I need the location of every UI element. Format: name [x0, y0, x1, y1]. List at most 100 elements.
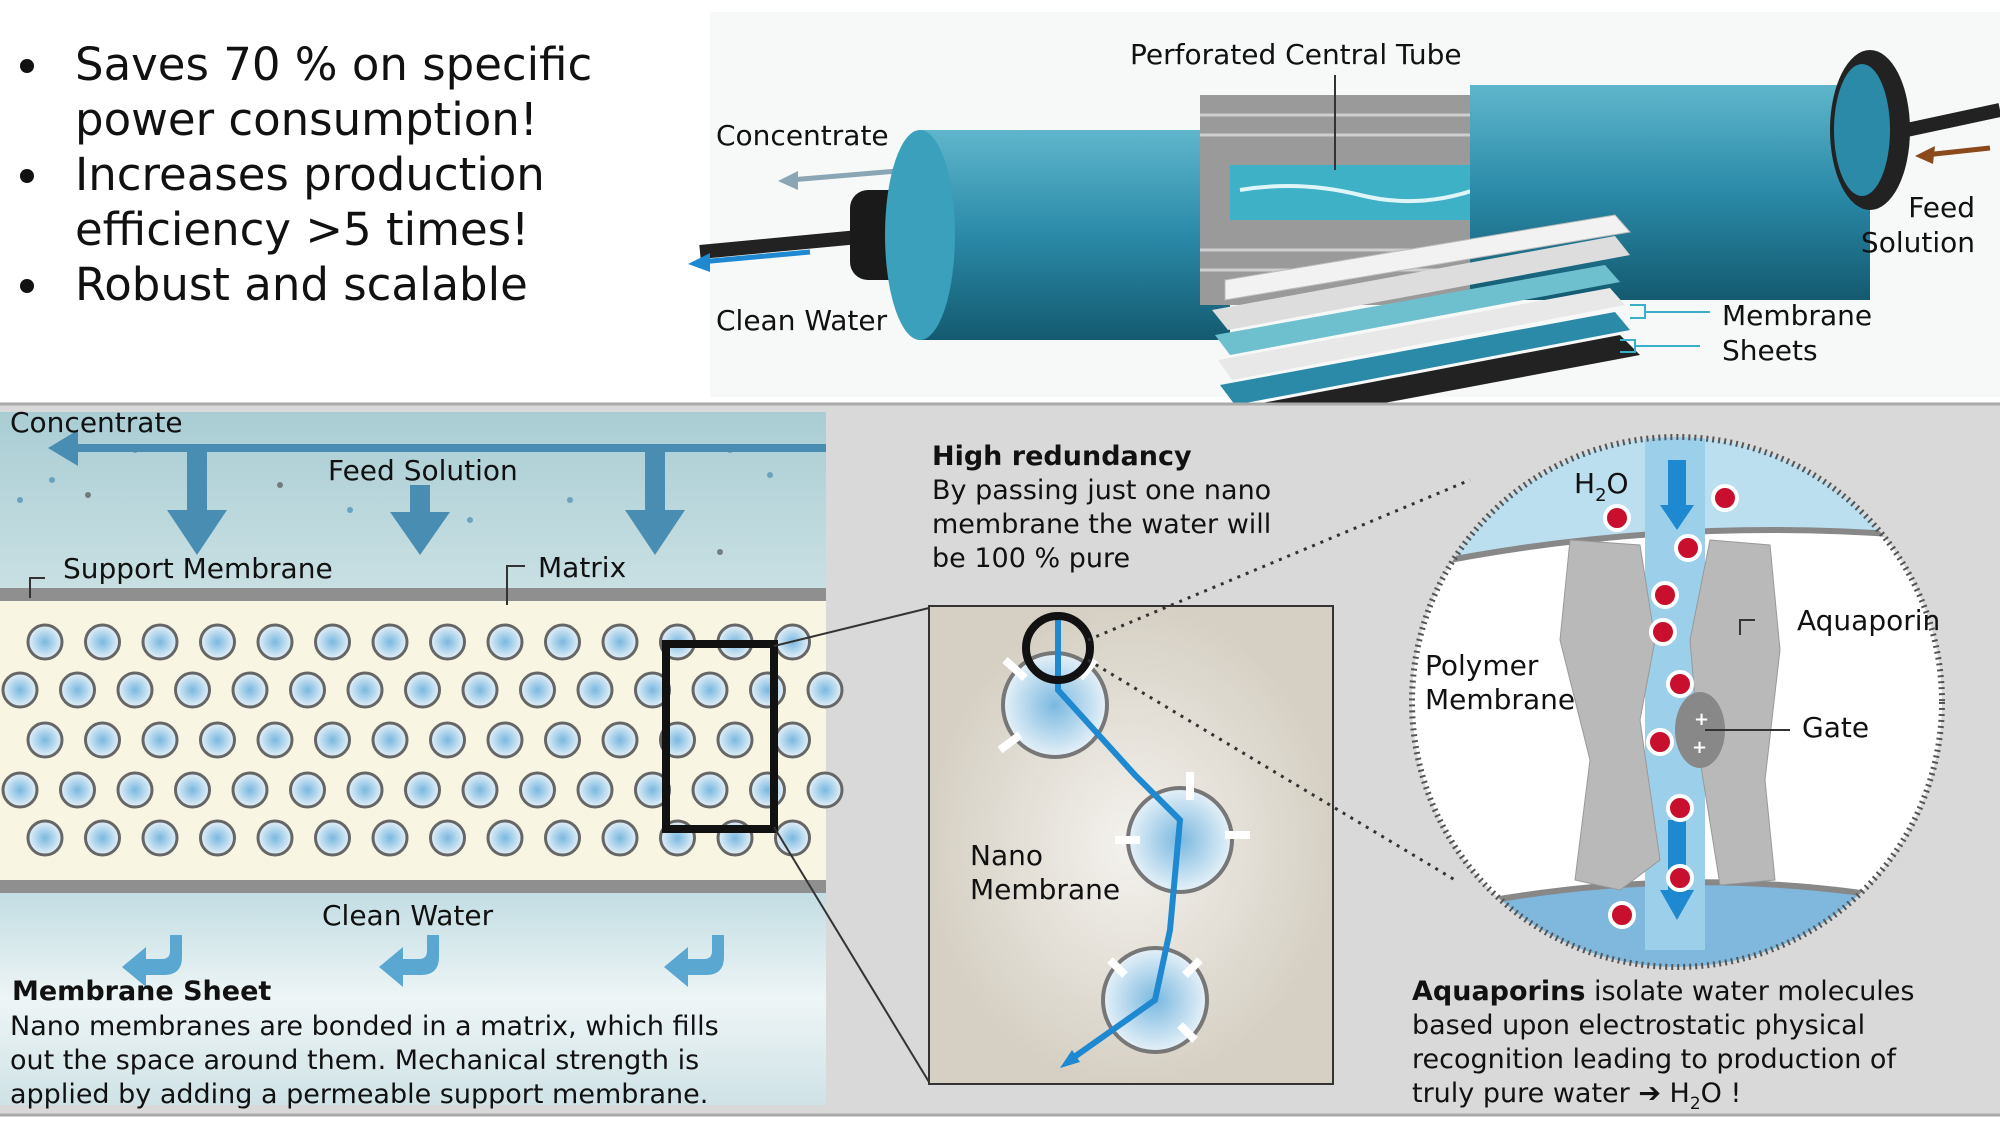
support-membrane-label: Support Membrane [63, 552, 333, 585]
feed-arrows [48, 430, 826, 555]
water-molecule-icon [1603, 504, 1631, 532]
nano-membrane-cell [346, 771, 384, 809]
aquaporin-desc-1: Aquaporins isolate water molecules [1412, 976, 1914, 1007]
nano-membrane-cell [199, 819, 236, 857]
bullet-2-line-1: Increases production [75, 148, 545, 201]
svg-text:+: + [1694, 709, 1709, 730]
nano-membrane-cell [26, 721, 64, 759]
nano-membrane-cell [806, 671, 844, 709]
membrane-label-3: Membrane [1425, 683, 1575, 716]
feed-label: Feed [1908, 191, 1975, 224]
water-molecules [1603, 484, 1739, 929]
nano-membrane-cell [314, 819, 351, 857]
water-path [1055, 615, 1184, 1063]
membrane-sheet-panel: Concentrate Feed Solution Support Membra… [0, 406, 844, 1110]
nano-membrane-cell [1, 771, 39, 809]
nano-membrane-cell [26, 623, 64, 661]
feed-arrow [1924, 145, 1991, 158]
membrane-sheet-desc-2: out the space around them. Mechanical st… [10, 1045, 699, 1076]
water-molecule-icon [1666, 864, 1694, 892]
membrane-sheet-title: Membrane Sheet [12, 976, 271, 1007]
benefit-bullets: Saves 70 % on specific power consumption… [20, 38, 592, 311]
nano-membrane-cell [429, 819, 466, 857]
nano-membrane-cell [429, 623, 466, 661]
nano-membrane-cell [544, 819, 581, 857]
nano-membrane-cell [371, 623, 409, 661]
bullet-2-line-2: efficiency >5 times! [75, 203, 529, 256]
nano-membrane-cell [289, 671, 326, 709]
nano-membrane-cell [141, 721, 179, 759]
aquaporin-desc-3: recognition leading to production of [1412, 1044, 1897, 1075]
aquaporin-label: Aquaporin [1797, 604, 1940, 637]
nano-membrane-cell [576, 771, 614, 809]
nano-membrane-cell [691, 671, 729, 709]
nano-label: Nano [970, 839, 1043, 872]
gate-label: Gate [1802, 711, 1869, 744]
matrix-label: Matrix [538, 551, 626, 584]
nano-membrane-cell [116, 771, 154, 809]
nano-membrane-cell [544, 721, 581, 759]
module-concentrate-label: Concentrate [716, 119, 889, 152]
bullet-dot [20, 59, 34, 73]
water-molecule-icon [1651, 581, 1679, 609]
nano-membrane-cell [404, 671, 441, 709]
nano-membrane-cell [231, 771, 269, 809]
nano-membrane-cell [84, 819, 121, 857]
nano-membrane-cell [486, 623, 524, 661]
nano-membrane-cell [404, 771, 441, 809]
ro-module-illustration: Perforated Central Tube Concentrate Clea… [688, 12, 2000, 430]
support-membrane-top [0, 588, 826, 601]
membrane-sheet-desc-3: applied by adding a permeable support me… [10, 1079, 708, 1110]
nano-membrane-cell [519, 671, 556, 709]
nano-membrane-cell [486, 819, 524, 857]
nano-membrane-cell [371, 819, 409, 857]
aquaporin-detail: + + H2O Aquaporin Polymer Membrane Gate … [1409, 434, 1945, 1114]
nano-membrane-cell [601, 819, 639, 857]
zoom-selection-box [662, 640, 778, 833]
nano-membrane-cell [174, 771, 211, 809]
water-molecule-icon [1608, 901, 1636, 929]
bullet-3-line-1: Robust and scalable [75, 258, 528, 311]
nano-membrane-cell [314, 721, 351, 759]
nano-membrane-cell [199, 721, 236, 759]
clean-water-arrows [122, 935, 724, 987]
sheet-clean-water-label: Clean Water [322, 899, 494, 932]
nano-membrane-cell [806, 771, 844, 809]
solution-label: Solution [1861, 226, 1975, 259]
nano-membrane-cell [601, 623, 639, 661]
sheets-label: Sheets [1722, 334, 1818, 367]
bullet-1-line-2: power consumption! [75, 93, 538, 146]
zoom-circle [1022, 612, 1094, 684]
water-molecule-icon [1711, 484, 1739, 512]
membrane-sheet-desc-1: Nano membranes are bonded in a matrix, w… [10, 1011, 719, 1042]
nano-membrane-cell [84, 623, 121, 661]
aquaporin-desc-4: truly pure water ➔ H2O ! [1412, 1078, 1741, 1114]
polymer-label: Polymer [1425, 649, 1539, 682]
nano-membrane-cell [749, 671, 786, 709]
membrane-label-2: Membrane [970, 873, 1120, 906]
water-molecule-icon [1666, 794, 1694, 822]
water-molecule-icon [1666, 670, 1694, 698]
aquaporin-left-half [1559, 539, 1661, 891]
redundancy-line-2: membrane the water will [932, 509, 1271, 540]
nano-membrane-cell [174, 671, 211, 709]
water-molecule-icon [1674, 534, 1702, 562]
nano-membrane-cell [256, 721, 294, 759]
nano-membrane-cell [141, 819, 179, 857]
nano-membrane-cell [544, 623, 581, 661]
nano-membrane-cell [199, 623, 236, 661]
nano-membrane-cell [691, 771, 729, 809]
redundancy-section: High redundancy By passing just one nano… [928, 441, 1334, 1085]
cylinder-left [920, 130, 1230, 340]
nano-membrane-cell [486, 721, 524, 759]
nano-membrane-cell [116, 671, 154, 709]
nano-membrane-cell [256, 819, 294, 857]
gate [1675, 692, 1725, 768]
concentrate-arrow [789, 167, 911, 183]
nano-membrane-cell [84, 721, 121, 759]
water-molecule-icon [1649, 618, 1677, 646]
nano-membrane-cell [59, 671, 96, 709]
support-membrane-bottom [0, 880, 826, 893]
nano-membrane-cell [461, 671, 499, 709]
